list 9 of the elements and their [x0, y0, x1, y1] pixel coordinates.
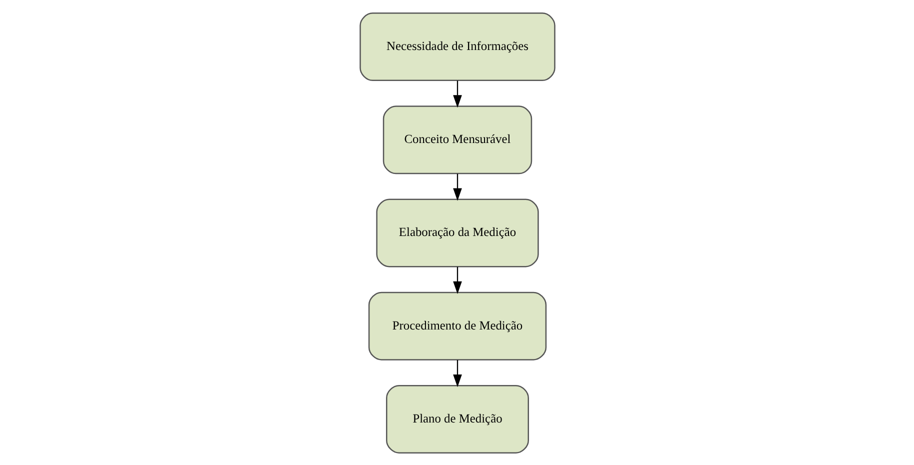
arrow: [452, 266, 462, 294]
node-box: Necessidade de Informações: [359, 12, 555, 80]
arrow: [452, 173, 462, 200]
node-box: Conceito Mensurável: [382, 105, 532, 174]
arrow: [452, 360, 462, 387]
node-box: Procedimento de Medição: [368, 291, 546, 360]
node-box: Elaboração da Medição: [376, 198, 538, 267]
arrow: [452, 80, 462, 108]
node-box: Plano de Medição: [386, 384, 528, 453]
